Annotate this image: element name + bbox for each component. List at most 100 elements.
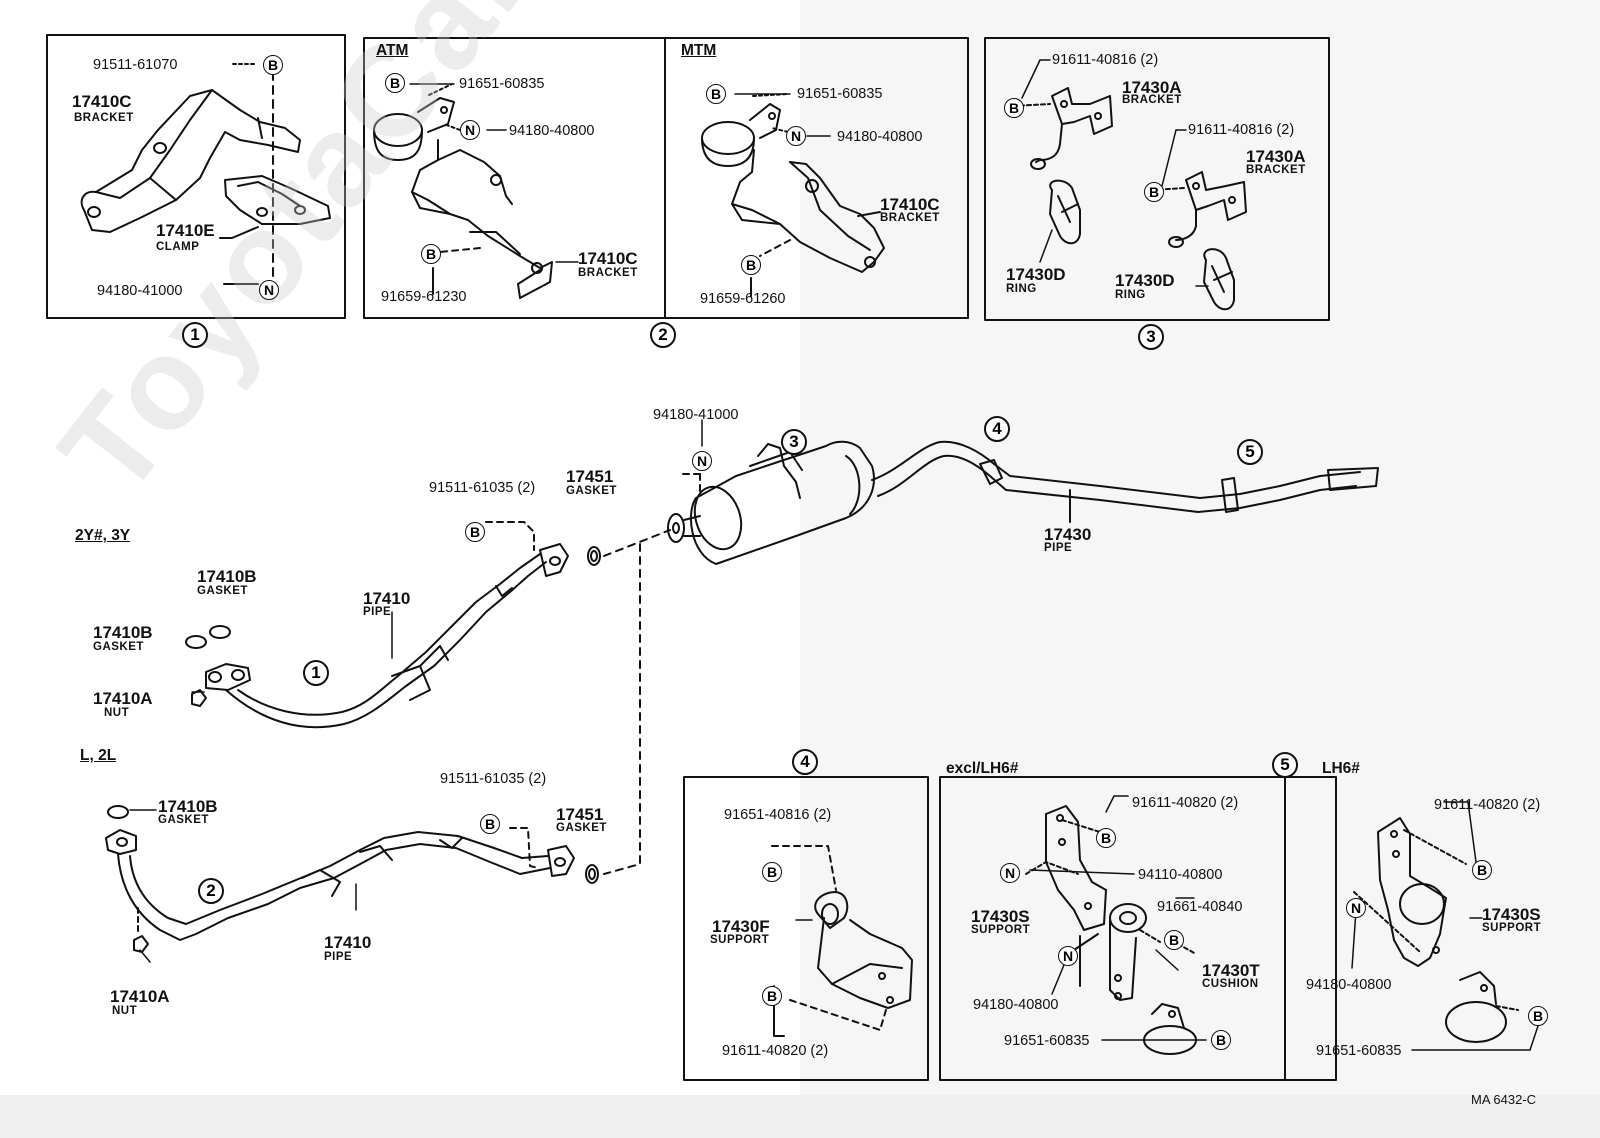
panel4-callout: 4 bbox=[792, 749, 818, 775]
p5-excl-bolt-bottom-part: 91651-60835 bbox=[1004, 1033, 1090, 1049]
p1-bracket-name: BRACKET bbox=[74, 112, 134, 124]
main-callout-2: 2 bbox=[198, 878, 224, 904]
p2-atm-bolt-top-symbol: B bbox=[385, 73, 405, 93]
p2-mtm-header: MTM bbox=[681, 42, 717, 59]
p3-ring-b-part: 17430D bbox=[1115, 271, 1175, 290]
p5-excl-nut-bottom-part: 94180-40800 bbox=[973, 997, 1059, 1013]
bottom-band bbox=[0, 1095, 1600, 1138]
p3-ring-b-name: RING bbox=[1115, 289, 1146, 301]
p5-lh6-bolt-bottom-symbol: B bbox=[1528, 1006, 1548, 1026]
p2-mtm-nut-part: 94180-40800 bbox=[837, 129, 923, 145]
panel2-mtm-drawing bbox=[701, 93, 885, 297]
p2-mtm-bolt-bottom-symbol: B bbox=[741, 255, 761, 275]
main-callout-3: 3 bbox=[781, 429, 807, 455]
main-nut-a-upper-name: NUT bbox=[104, 707, 130, 719]
main-tail-pipe-name: PIPE bbox=[1044, 542, 1073, 554]
p3-ring-a-part: 17430D bbox=[1006, 265, 1066, 284]
p2-atm-bracket-part: 17410C bbox=[578, 249, 638, 268]
p2-atm-nut-symbol: N bbox=[460, 120, 480, 140]
background-tone bbox=[800, 0, 1600, 1138]
main-gasket-b1-name: GASKET bbox=[197, 585, 248, 597]
p5-excl-nut-bottom-symbol: N bbox=[1058, 946, 1078, 966]
p5-lh6-bolt-top-symbol: B bbox=[1472, 860, 1492, 880]
main-exhaust-drawing bbox=[105, 440, 1379, 953]
main-gasket-b1-part: 17410B bbox=[197, 567, 257, 586]
p2-mtm-bolt-bottom-part: 91659-61260 bbox=[700, 291, 786, 307]
p2-mtm-bolt-top-symbol: B bbox=[706, 84, 726, 104]
main-nut-a-lower-part: 17410A bbox=[110, 987, 170, 1006]
main-pipe-lower-part: 17410 bbox=[324, 933, 372, 952]
panel2-callout: 2 bbox=[650, 322, 676, 348]
panel1-bracket-drawing bbox=[80, 63, 331, 285]
main-bolt-lower-part: 91511-61035 (2) bbox=[440, 771, 547, 787]
sheet-code: MA 6432-C bbox=[1471, 1092, 1537, 1107]
p4-bolt-top-symbol: B bbox=[762, 862, 782, 882]
panel3-callout: 3 bbox=[1138, 324, 1164, 350]
panel4-frame bbox=[683, 776, 929, 1081]
panel3-frame bbox=[984, 37, 1330, 321]
main-nut-top-part: 94180-41000 bbox=[653, 407, 739, 423]
p1-bracket-part: 17410C bbox=[72, 92, 132, 111]
main-gasket-lower-part: 17451 bbox=[556, 805, 604, 824]
p3-bolt-b-symbol: B bbox=[1144, 182, 1164, 202]
main-callout-1: 1 bbox=[303, 660, 329, 686]
p3-bracket-a-name: BRACKET bbox=[1122, 94, 1182, 106]
p2-atm-bolt-top-part: 91651-60835 bbox=[459, 76, 545, 92]
p1-nut-part: 94180-41000 bbox=[97, 283, 183, 299]
main-nut-a-lower-name: NUT bbox=[112, 1005, 138, 1017]
main-pipe-upper-name: PIPE bbox=[363, 606, 392, 618]
main-bolt-upper-symbol: B bbox=[465, 522, 485, 542]
main-gasket-upper-part: 17451 bbox=[566, 467, 614, 486]
p5-lh6-header: LH6# bbox=[1322, 760, 1360, 777]
main-gasket-upper-name: GASKET bbox=[566, 485, 617, 497]
engine-a-header: 2Y#, 3Y bbox=[75, 527, 131, 544]
p1-bolt-part: 91511-61070 bbox=[93, 57, 178, 73]
p2-atm-bracket-name: BRACKET bbox=[578, 267, 638, 279]
main-nut-a-upper-part: 17410A bbox=[93, 689, 153, 708]
p3-ring-a-name: RING bbox=[1006, 283, 1037, 295]
p3-bracket-b-part: 17430A bbox=[1246, 147, 1306, 166]
panel1-frame bbox=[46, 34, 346, 319]
p3-bracket-b-name: BRACKET bbox=[1246, 164, 1306, 176]
engine-b-header: L, 2L bbox=[80, 747, 117, 764]
p2-atm-bolt-bottom-symbol: B bbox=[421, 244, 441, 264]
p5-excl-bolt-mid-symbol: B bbox=[1164, 930, 1184, 950]
main-bolt-upper-part: 91511-61035 (2) bbox=[429, 480, 536, 496]
p4-support-part: 17430F bbox=[712, 917, 770, 936]
p5-excl-cushion-part: 17430T bbox=[1202, 961, 1260, 980]
p3-bracket-a-part: 17430A bbox=[1122, 78, 1182, 97]
p5-lh6-support-part: 17430S bbox=[1482, 905, 1541, 924]
p3-bolt-a-symbol: B bbox=[1004, 98, 1024, 118]
p5-excl-support-name: SUPPORT bbox=[971, 924, 1031, 936]
p5-excl-bolt-bottom-symbol: B bbox=[1211, 1030, 1231, 1050]
main-gasket-b3-part: 17410B bbox=[158, 797, 218, 816]
p1-clamp-part: 17410E bbox=[156, 221, 215, 240]
main-nut-top-symbol: N bbox=[692, 451, 712, 471]
leader-lines bbox=[129, 59, 1539, 1051]
main-callout-4: 4 bbox=[984, 416, 1010, 442]
main-gasket-lower-name: GASKET bbox=[556, 822, 607, 834]
main-callout-5: 5 bbox=[1237, 439, 1263, 465]
p5-lh6-nut-symbol: N bbox=[1346, 898, 1366, 918]
p2-atm-nut-part: 94180-40800 bbox=[509, 123, 595, 139]
p5-excl-nut-top-symbol: N bbox=[1000, 863, 1020, 883]
p5-excl-cushion-name: CUSHION bbox=[1202, 978, 1259, 990]
main-tail-pipe-part: 17430 bbox=[1044, 525, 1092, 544]
p5-lh6-bolt-bottom-part: 91651-60835 bbox=[1316, 1043, 1402, 1059]
p5-lh6-nut-part: 94180-40800 bbox=[1306, 977, 1392, 993]
p4-bolt-bottom-symbol: B bbox=[762, 986, 782, 1006]
panel5-callout: 5 bbox=[1272, 752, 1298, 778]
p1-nut-symbol: N bbox=[259, 280, 279, 300]
p3-bolt-b-part: 91611-40816 (2) bbox=[1188, 122, 1295, 138]
main-bolt-lower-symbol: B bbox=[480, 814, 500, 834]
p5-excl-bolt-mid-part: 91661-40840 bbox=[1157, 899, 1243, 915]
p5-excl-bolt-top-symbol: B bbox=[1096, 828, 1116, 848]
main-gasket-b2-part: 17410B bbox=[93, 623, 153, 642]
p3-bolt-a-part: 91611-40816 (2) bbox=[1052, 52, 1159, 68]
p5-lh6-bolt-top-part: 91611-40820 (2) bbox=[1434, 797, 1541, 813]
p2-mtm-bracket-part: 17410C bbox=[880, 195, 940, 214]
p5-excl-header: excl/LH6# bbox=[946, 760, 1019, 777]
p4-bolt-bottom-part: 91611-40820 (2) bbox=[722, 1043, 829, 1059]
